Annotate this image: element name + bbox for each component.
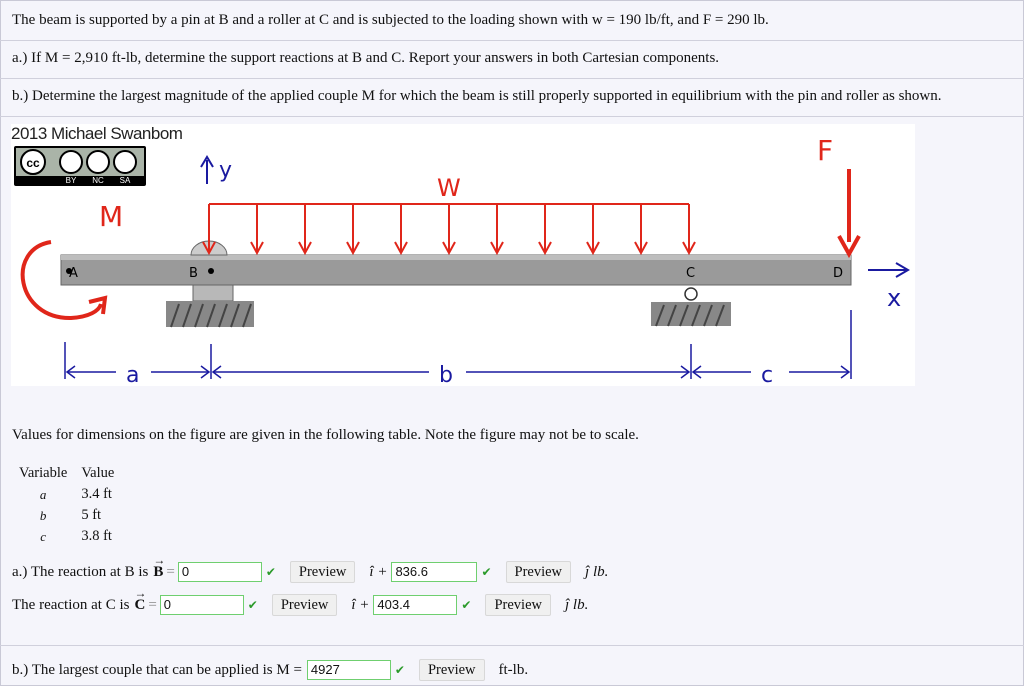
answer-row-b: a.) The reaction at B is B = 0 ✔ Preview… — [12, 553, 609, 583]
preview-button[interactable]: Preview — [418, 659, 485, 681]
label-d-point: D — [833, 266, 843, 281]
couple-moment-m — [20, 240, 108, 321]
load-arrowhead — [298, 241, 312, 256]
preview-button[interactable]: Preview — [289, 561, 356, 583]
x-axis-arrow — [868, 262, 910, 278]
problem-part-b: b.) Determine the largest magnitude of t… — [12, 88, 942, 104]
figure-credit: 2013 Michael Swanbom — [11, 124, 183, 143]
vector-b-symbol: B — [153, 553, 165, 581]
dimension-table: Variable Value a 3.4 ft b 5 ft c 3.8 ft — [12, 463, 121, 547]
reaction-b-label: a.) The reaction at B is — [12, 563, 149, 580]
table-header: Value — [81, 465, 115, 481]
correct-check-icon: ✔ — [394, 663, 405, 677]
table-row: b 5 ft — [39, 507, 102, 523]
reaction-b-i-input[interactable]: 0 — [177, 562, 262, 582]
dimension-lines — [64, 310, 852, 379]
divider — [0, 116, 1024, 117]
beam-figure: cc BY NC SA — [11, 124, 915, 388]
load-arrowhead — [250, 241, 264, 256]
roller-support-c — [684, 287, 698, 301]
reaction-b-j-input[interactable]: 836.6 — [391, 562, 478, 582]
divider — [0, 78, 1024, 79]
answer-row-c: The reaction at C is C = 0 ✔ Preview î +… — [12, 586, 589, 616]
cc-license-badge: cc BY NC SA — [14, 146, 146, 186]
correct-check-icon: ✔ — [247, 598, 258, 612]
beam-diagram: cc BY NC SA — [14, 134, 910, 388]
load-arrowhead — [634, 241, 648, 256]
correct-check-icon: ✔ — [461, 598, 472, 612]
table-row: c 3.8 ft — [40, 528, 112, 544]
load-arrowhead — [442, 241, 456, 256]
dim-a-label: a — [126, 363, 139, 386]
label-a-point: A — [69, 266, 78, 281]
force-f-arrow — [837, 169, 861, 259]
table-header: Variable — [19, 465, 68, 481]
load-arrowhead — [202, 241, 216, 256]
load-arrowhead — [586, 241, 600, 256]
answer-row-couple: b.) The largest couple that can be appli… — [12, 659, 528, 681]
y-axis-arrow — [200, 155, 214, 184]
vector-c-symbol: C — [134, 586, 146, 614]
preview-button[interactable]: Preview — [485, 594, 551, 616]
reaction-c-label: The reaction at C is — [12, 596, 130, 613]
table-row: a 3.4 ft — [39, 486, 112, 502]
load-arrowhead — [490, 241, 504, 256]
dim-c-label: c — [761, 363, 773, 386]
couple-unit: ft-lb. — [498, 661, 529, 678]
svg-text:cc: cc — [26, 156, 40, 170]
load-arrowhead — [346, 241, 360, 256]
preview-button[interactable]: Preview — [505, 561, 572, 583]
problem-part-a: a.) If M = 2,910 ft-lb, determine the su… — [12, 50, 720, 66]
label-m: M — [99, 200, 123, 233]
dim-b-label: b — [439, 363, 453, 386]
svg-text:BY: BY — [66, 176, 77, 185]
reaction-c-j-input[interactable]: 403.4 — [373, 595, 458, 615]
label-f: F — [817, 134, 833, 167]
divider — [0, 40, 1024, 41]
svg-text:SA: SA — [120, 176, 131, 185]
label-y: y — [219, 158, 232, 183]
i-hat-unit: î + — [369, 563, 388, 580]
load-arrowhead — [394, 241, 408, 256]
label-w: W — [437, 174, 461, 202]
reaction-c-i-input[interactable]: 0 — [159, 595, 244, 615]
label-x: x — [887, 284, 901, 312]
couple-label: b.) The largest couple that can be appli… — [12, 661, 302, 678]
dimension-note: Values for dimensions on the figure are … — [12, 427, 639, 443]
correct-check-icon: ✔ — [481, 565, 492, 579]
label-c-point: C — [686, 266, 695, 281]
load-arrowhead — [538, 241, 552, 256]
correct-check-icon: ✔ — [265, 565, 276, 579]
couple-input[interactable]: 4927 — [306, 660, 391, 680]
j-hat-unit: ĵ lb. — [585, 563, 609, 580]
svg-text:NC: NC — [92, 176, 104, 185]
figure-labels: F W M y x A B C D a b c — [69, 134, 901, 388]
problem-intro: The beam is supported by a pin at B and … — [12, 12, 769, 28]
label-b-point: B — [189, 266, 198, 281]
divider — [0, 645, 1024, 646]
load-arrowhead — [682, 241, 696, 256]
j-hat-unit: ĵ lb. — [564, 596, 589, 613]
preview-button[interactable]: Preview — [271, 594, 338, 616]
i-hat-unit: î + — [351, 596, 370, 613]
